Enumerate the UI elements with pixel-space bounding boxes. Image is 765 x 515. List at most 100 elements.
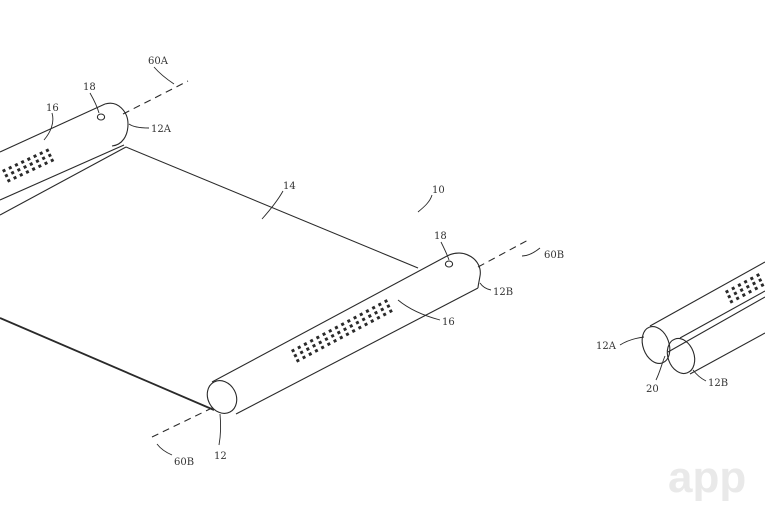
speaker-hole [357,325,362,330]
leader-20 [655,355,666,381]
speaker-hole [303,342,308,347]
housing-12-end-cap [206,380,238,414]
speaker-hole [370,319,375,324]
label-16-left: 16 [46,103,59,114]
leader-16-left [43,112,54,141]
label-12A: 12A [151,124,172,135]
speaker-hole [20,159,25,164]
speaker-hole [365,309,370,314]
speaker-hole [308,352,313,357]
speaker-hole [373,310,379,315]
folded-device-view [641,261,765,375]
label-12B-small: 12B [708,378,728,389]
leader-12B-small [692,369,707,382]
speaker-hole [756,273,761,278]
speaker-hole [43,161,49,166]
leader-60B-bottom [156,443,173,456]
speaker-hole [733,291,738,296]
speaker-holes-folded [725,273,765,304]
speaker-hole [339,335,344,340]
speaker-hole [39,151,44,156]
speaker-hole [19,172,24,177]
speaker-hole [364,322,369,327]
speaker-hole [297,345,302,350]
speaker-hole [725,289,730,294]
speaker-hole [355,320,360,325]
housing-12A-end-cap [104,102,129,147]
speaker-hole [758,278,763,283]
speaker-hole [8,165,13,170]
speaker-hole [336,330,341,335]
speaker-hole [293,353,298,358]
speaker-hole [10,170,15,175]
speaker-hole [729,299,734,304]
speaker-hole [737,283,742,288]
speaker-hole [351,328,356,333]
speaker-hole [22,164,28,169]
label-18-left: 18 [83,82,96,93]
label-14: 14 [283,181,296,192]
speaker-hole [380,307,385,312]
folded-end-12B [666,337,696,375]
label-10: 10 [432,185,445,196]
flexible-display-device [0,80,531,438]
speaker-hole [346,318,351,323]
speaker-hole [29,162,34,167]
speaker-hole [312,343,317,348]
housing-12B [206,252,481,415]
label-60B-right: 60B [544,250,564,261]
speaker-hole [361,317,366,322]
speaker-hole [345,332,350,337]
housing-12A-top-line [0,103,106,153]
speaker-hole [4,173,9,178]
speaker-hole [353,315,358,320]
axis-60B-bottom [151,407,213,438]
speaker-hole [12,175,18,180]
speaker-hole [349,323,354,328]
label-12B: 12B [493,287,513,298]
speaker-hole [377,302,382,307]
housing-12B-top-line [211,255,448,383]
speaker-hole [731,286,736,291]
leader-12A-small [619,336,645,346]
speaker-hole [299,350,304,355]
speaker-hole [727,294,732,299]
speaker-hole [31,167,36,172]
speaker-hole [26,157,31,162]
leader-12B [479,282,492,291]
speaker-hole [45,148,50,153]
display-bottom-edge [0,317,215,411]
folded-upper-top-line [649,261,765,327]
speaker-hole [340,322,345,327]
leader-lines [43,66,707,456]
folded-lower-bottom-line [689,332,765,375]
reference-labels: 60A 18 16 12A 14 10 18 60B 12B 16 12 60B… [46,56,728,468]
speaker-hole [747,289,753,294]
label-12A-small: 12A [596,341,617,352]
axis-60A [122,80,189,115]
speaker-hole [752,281,757,286]
speaker-hole [41,156,46,161]
speaker-hole [343,327,348,332]
speaker-hole [324,337,329,342]
speaker-hole [754,286,759,291]
display-left-edge [0,146,127,216]
leader-18-right [440,241,450,261]
label-16-right: 16 [442,317,455,328]
speaker-hole [33,154,38,159]
speaker-hole [741,293,746,298]
speaker-hole [386,304,391,309]
speaker-hole [367,314,372,319]
speaker-holes-16-right [290,299,393,363]
speaker-hole [739,288,744,293]
watermark-text: app [668,453,746,502]
speaker-hole [760,283,765,288]
speaker-hole [314,348,319,353]
speaker-hole [1,168,7,173]
speaker-hole [37,164,42,169]
speaker-hole [735,296,740,301]
label-12: 12 [214,451,227,462]
speaker-hole [376,315,381,320]
